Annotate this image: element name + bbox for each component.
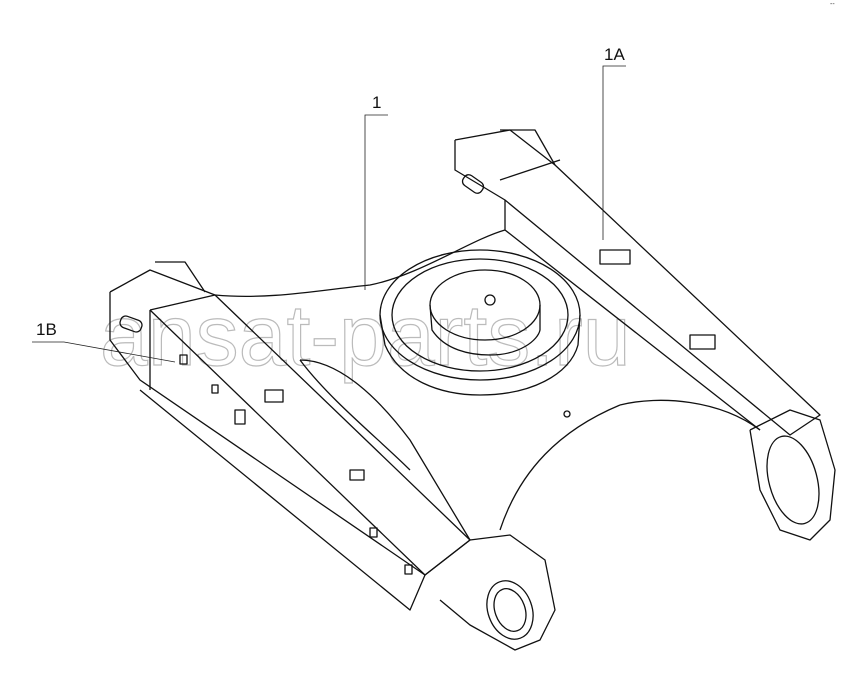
leader-1B [32,341,176,363]
callout-1: 1 [372,93,381,112]
leader-1A [602,65,626,240]
mounting-blocks [179,249,716,575]
watermark: ansat-parts.ru [100,288,631,384]
swing-bearing-ring [379,249,581,396]
right-side-beam [454,129,821,436]
right-idler-housing [749,409,836,541]
leader-1 [364,114,388,290]
left-idler-housing [424,534,556,651]
callout-1B: 1B [36,320,57,339]
corner-mark: -- [830,1,835,8]
center-body [214,229,761,541]
callout-1A: 1A [604,45,625,64]
